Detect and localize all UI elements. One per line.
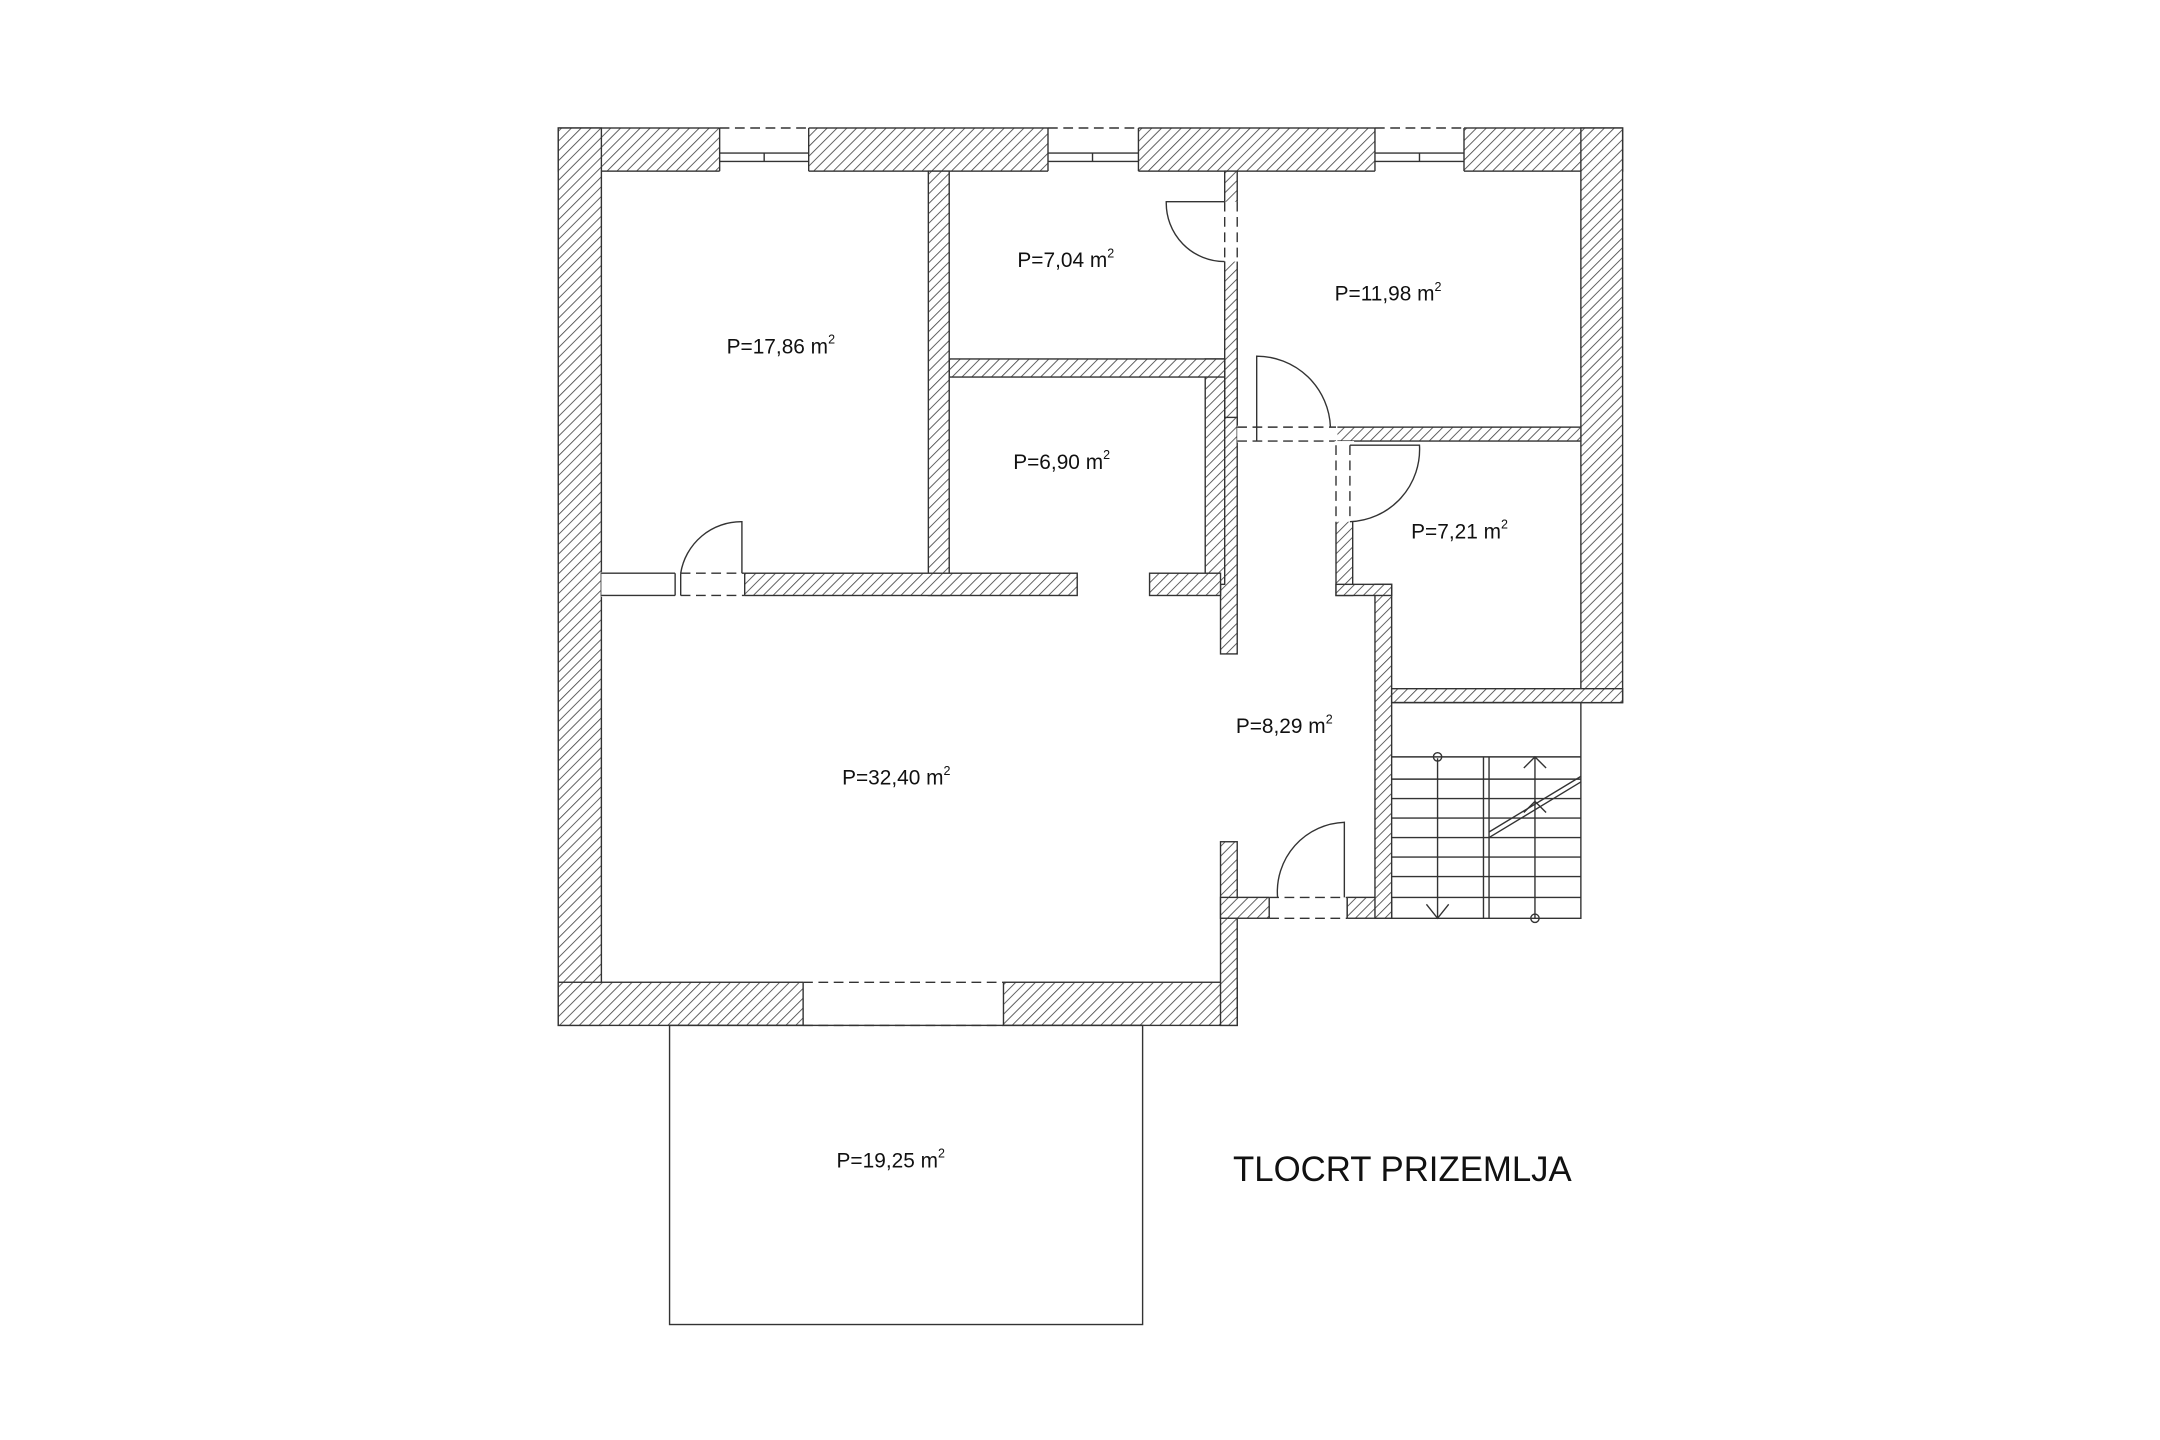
openings [601, 126, 1465, 1027]
room-label-7: P=32,40 m2 [842, 764, 950, 790]
room-label-4: P=6,90 m2 [1013, 448, 1110, 474]
staircase [1391, 701, 1582, 924]
room-label-8: P=19,25 m2 [837, 1147, 945, 1173]
room-label-1: P=17,86 m2 [727, 333, 835, 359]
room-labels: P=17,86 m2 P=7,04 m2 P=11,98 m2 P=6,90 m… [727, 246, 1508, 1172]
room-label-3: P=11,98 m2 [1335, 280, 1442, 306]
room-label-6: P=8,29 m2 [1236, 712, 1333, 738]
walls [557, 127, 1624, 1027]
room-label-2: P=7,04 m2 [1017, 246, 1114, 272]
terrace [668, 1024, 1144, 1326]
plan-title: TLOCRT PRIZEMLJA [1233, 1151, 1573, 1189]
room-label-5: P=7,21 m2 [1411, 518, 1508, 544]
